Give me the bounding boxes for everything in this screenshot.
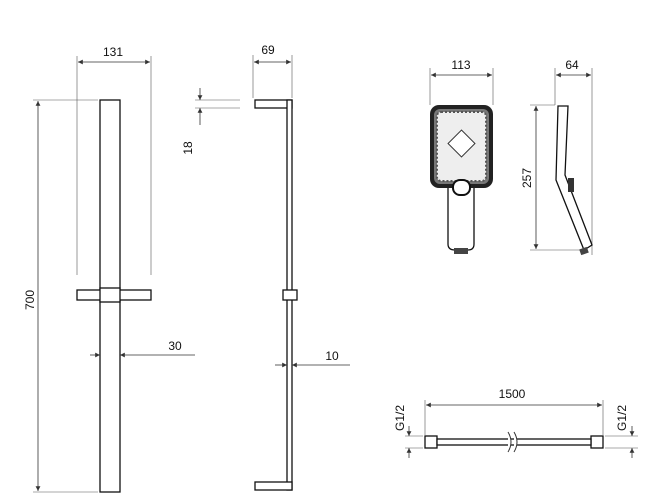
dim-cap-thickness: 18: [181, 141, 195, 155]
dim-hose-length: 1500: [499, 387, 526, 401]
hand-shower-side-view: 64 257: [520, 58, 593, 256]
hand-shower-front-view: 113: [429, 58, 494, 254]
dim-rail-width: 131: [103, 45, 123, 59]
dim-rail-height: 700: [23, 290, 37, 310]
dim-rail-depth: 69: [261, 43, 275, 57]
dim-rail-profile: 30: [168, 339, 182, 353]
dim-thread-left: G1/2: [393, 405, 407, 431]
dim-rail-offset: 10: [325, 349, 339, 363]
dim-shower-length: 257: [520, 168, 534, 188]
rail-front-view: 131 700 30: [23, 45, 195, 493]
dim-shower-width: 113: [451, 58, 470, 72]
dim-thread-right: G1/2: [615, 405, 629, 431]
hose-view: 1500 G1/2 G1/2: [393, 387, 638, 458]
dim-shower-depth: 64: [565, 58, 579, 72]
rail-side-view: 69 18 10: [181, 43, 350, 491]
